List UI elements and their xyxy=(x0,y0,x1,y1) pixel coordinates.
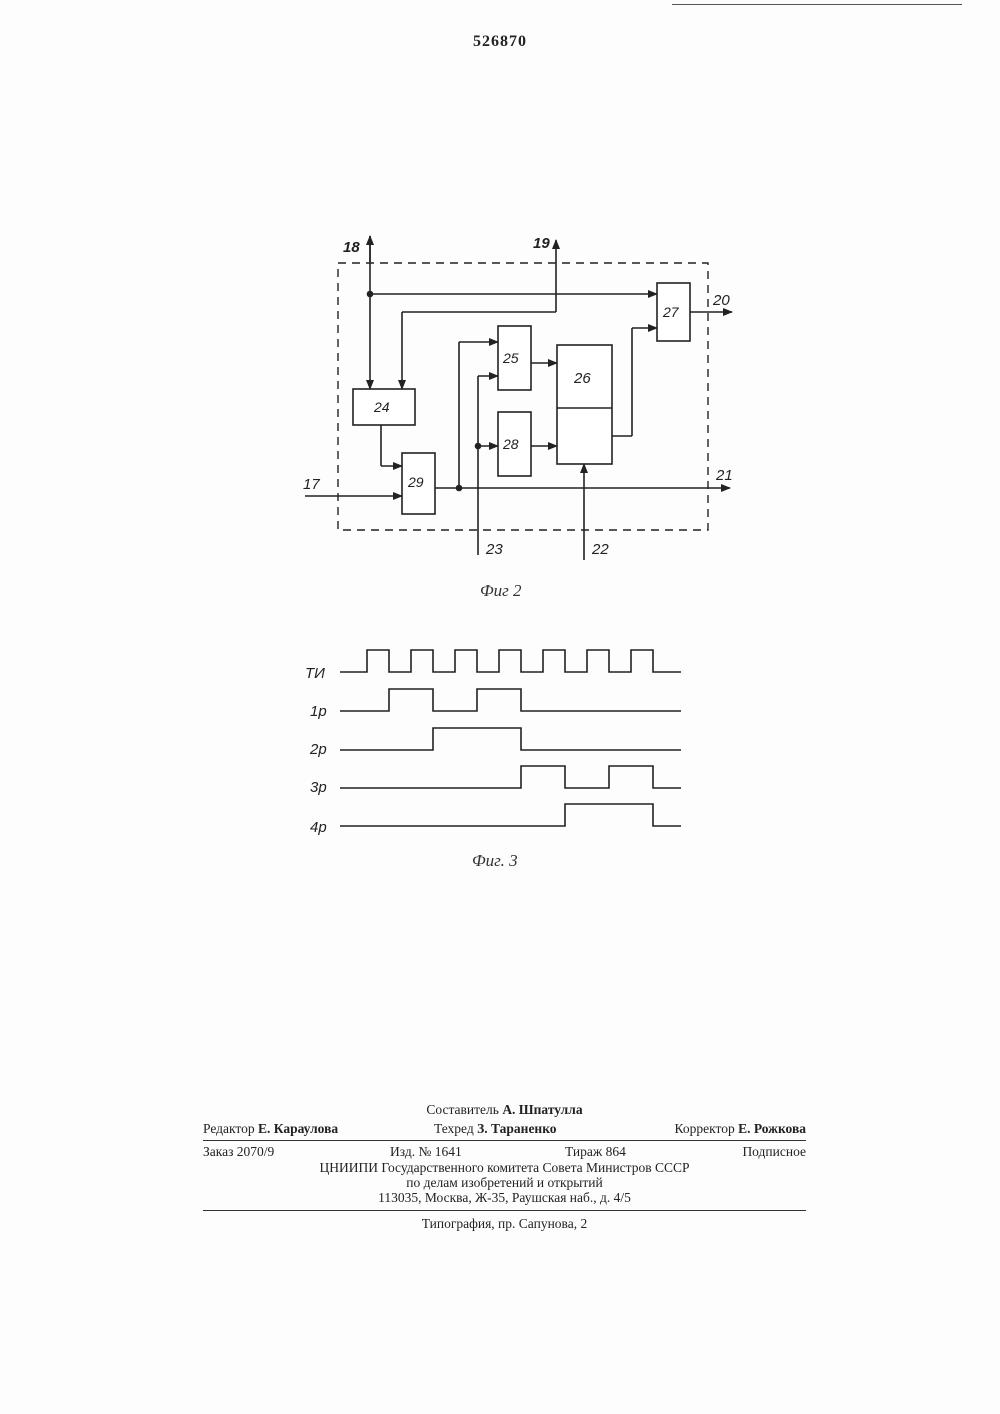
signal-label-3p: 3р xyxy=(310,779,327,796)
colophon-rule-1 xyxy=(203,1140,806,1141)
staff-line: Редактор Е. Караулова Техред З. Тараненк… xyxy=(203,1119,806,1138)
techred-name: З. Тараненко xyxy=(477,1121,556,1136)
signal-label-2p: 2р xyxy=(309,741,327,758)
signal-label-1p: 1р xyxy=(310,703,327,720)
corrector-label: Корректор xyxy=(675,1121,735,1136)
org-block: ЦНИИПИ Государственного комитета Совета … xyxy=(203,1160,806,1205)
terminal-22: 22 xyxy=(591,541,609,558)
signal-label-ti: ТИ xyxy=(305,665,325,682)
label-block-28: 28 xyxy=(502,436,519,452)
org-line-1: ЦНИИПИ Государственного комитета Совета … xyxy=(203,1160,806,1175)
terminal-17: 17 xyxy=(303,476,320,493)
compiler-line: Составитель А. Шпатулла xyxy=(203,1100,806,1119)
label-block-26: 26 xyxy=(573,370,591,387)
editor-name: Е. Караулова xyxy=(258,1121,338,1136)
colophon: Составитель А. Шпатулла Редактор Е. Кара… xyxy=(203,1100,806,1233)
org-line-2: по делам изобретений и открытий xyxy=(203,1175,806,1190)
waveform-2p xyxy=(340,728,681,750)
figure-3-caption: Фиг. 3 xyxy=(472,851,518,870)
compiler-name: А. Шпатулла xyxy=(502,1102,582,1117)
edition: Изд. № 1641 xyxy=(390,1144,462,1160)
figure-3-labels: ТИ 1р 2р 3р 4р Фиг. 3 xyxy=(305,665,518,870)
techred: Техред З. Тараненко xyxy=(434,1119,557,1138)
order: Заказ 2070/9 xyxy=(203,1144,274,1160)
colophon-rule-2 xyxy=(203,1210,806,1211)
corrector: Корректор Е. Рожкова xyxy=(675,1119,806,1138)
terminal-18: 18 xyxy=(343,239,360,256)
block-26 xyxy=(557,345,612,464)
figure-2-caption: Фиг 2 xyxy=(480,581,522,600)
label-block-24: 24 xyxy=(373,399,390,415)
waveform-ti xyxy=(340,650,681,672)
waveform-3p xyxy=(340,766,681,788)
waveform-1p xyxy=(340,689,681,711)
signal-label-4p: 4р xyxy=(310,819,327,836)
label-block-27: 27 xyxy=(662,304,680,320)
label-block-29: 29 xyxy=(407,474,424,490)
order-line: Заказ 2070/9 Изд. № 1641 Тираж 864 Подпи… xyxy=(203,1144,806,1160)
compiler-label: Составитель xyxy=(426,1102,499,1117)
waveform-4p xyxy=(340,804,681,826)
terminal-21: 21 xyxy=(715,467,733,484)
print-run: Тираж 864 xyxy=(565,1144,626,1160)
terminal-23: 23 xyxy=(485,541,503,558)
subscription: Подписное xyxy=(742,1144,806,1160)
editor: Редактор Е. Караулова xyxy=(203,1119,338,1138)
corrector-name: Е. Рожкова xyxy=(738,1121,806,1136)
printer: Типография, пр. Сапунова, 2 xyxy=(203,1214,806,1233)
figure-2-diagram xyxy=(305,236,732,560)
figure-3-timing xyxy=(340,650,681,826)
org-line-3: 113035, Москва, Ж-35, Раушская наб., д. … xyxy=(203,1190,806,1205)
label-block-25: 25 xyxy=(502,350,519,366)
terminal-19: 19 xyxy=(533,235,550,252)
editor-label: Редактор xyxy=(203,1121,255,1136)
terminal-20: 20 xyxy=(712,292,730,309)
techred-label: Техред xyxy=(434,1121,474,1136)
